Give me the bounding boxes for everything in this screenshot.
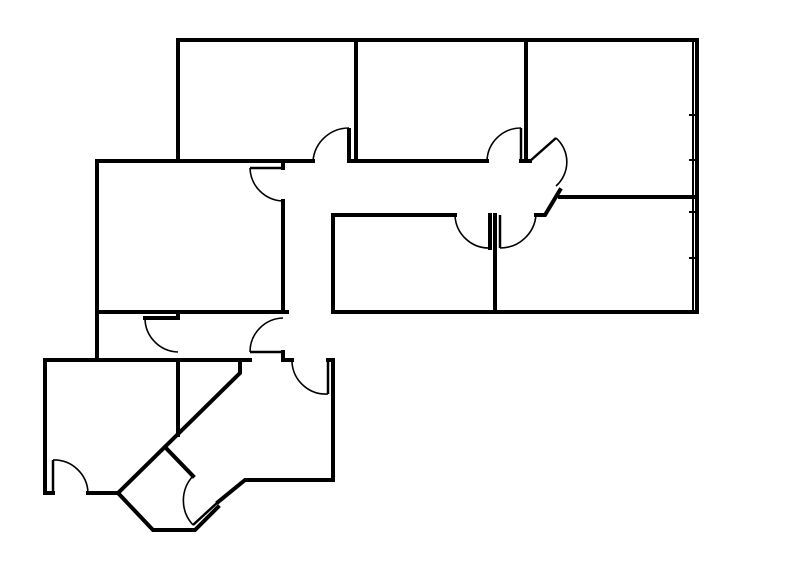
- walls: [43, 38, 699, 532]
- lower-left-wall: [43, 358, 55, 495]
- lower-right-wall: [215, 358, 335, 505]
- door-corridor-bottom[interactable]: [291, 361, 329, 395]
- door-left-room[interactable]: [249, 167, 284, 202]
- outer-top-wall: [176, 38, 699, 314]
- doors: [51, 127, 568, 526]
- jamb-small: [143, 310, 180, 320]
- door-lower-right[interactable]: [499, 214, 537, 249]
- door-lower-left[interactable]: [454, 214, 491, 249]
- door-office-2[interactable]: [486, 127, 522, 162]
- door-lower-left-room[interactable]: [52, 459, 89, 494]
- door-small-room[interactable]: [144, 317, 179, 353]
- double-wall: [488, 213, 497, 314]
- window-marks: [689, 114, 698, 259]
- door-leaf: [192, 501, 219, 526]
- lower-top-wall: [43, 350, 294, 362]
- door-closet[interactable]: [182, 475, 194, 526]
- corridor-lower-wall: [331, 213, 457, 314]
- door-office-1[interactable]: [312, 127, 350, 162]
- door-leaf: [529, 137, 557, 162]
- diagonal-wall: [115, 360, 242, 496]
- door-office-3[interactable]: [555, 137, 568, 187]
- diagonal-door-frame: [534, 187, 563, 217]
- closet-wall: [162, 444, 196, 479]
- lower-bottom-wall: [86, 491, 221, 532]
- door-mid[interactable]: [249, 317, 284, 353]
